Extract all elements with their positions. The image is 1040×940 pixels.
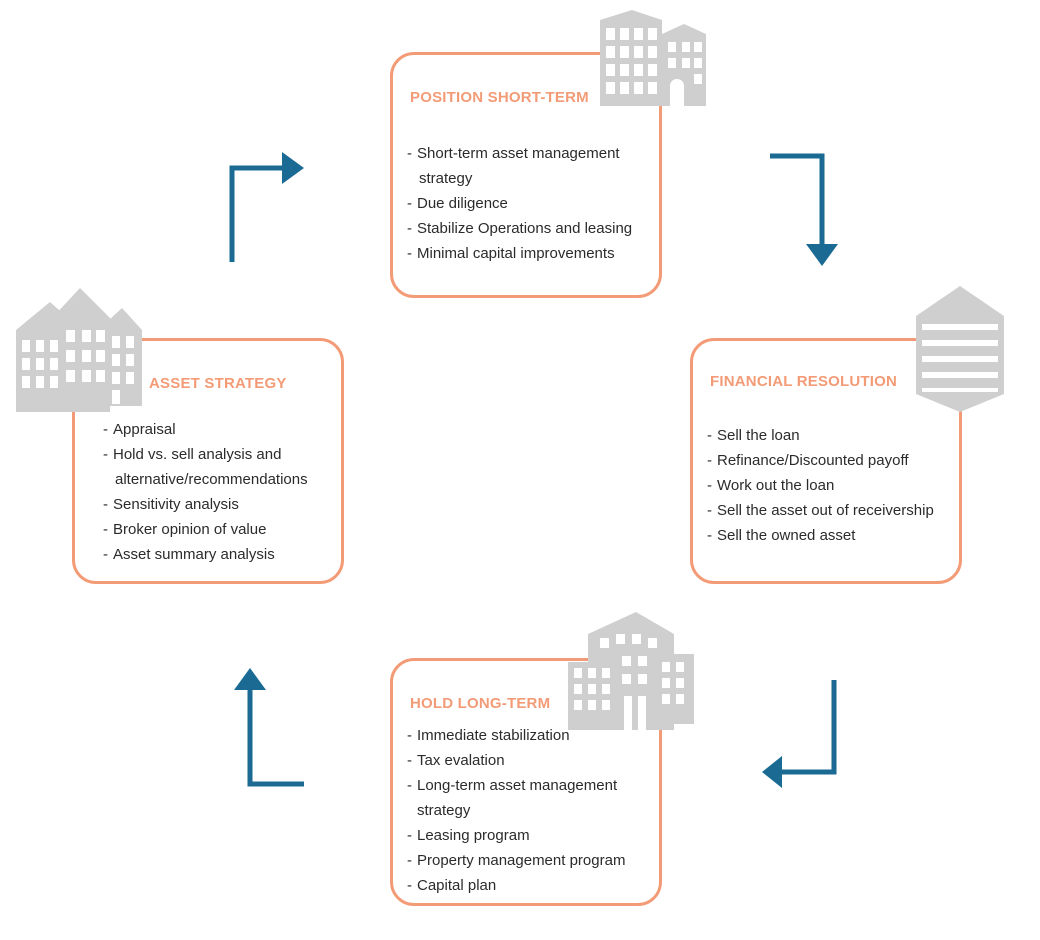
list-item-continuation: strategy	[417, 802, 471, 819]
position-short-term-title: POSITION SHORT-TERM	[410, 89, 589, 106]
office-building-icon	[600, 10, 706, 106]
list-item: -Broker opinion of value	[103, 521, 267, 538]
asset-strategy-list: -Appraisal -Hold vs. sell analysis and a…	[103, 417, 308, 567]
financial-resolution-list: -Sell the loan -Refinance/Discounted pay…	[707, 423, 934, 548]
list-item: -Short-term asset management	[407, 145, 620, 162]
list-item: -Sensitivity analysis	[103, 496, 239, 513]
financial-resolution-card: FINANCIAL RESOLUTION -Sell the loan -Ref…	[690, 338, 962, 584]
hold-long-term-list: -Immediate stabilization -Tax evalation …	[407, 723, 625, 898]
arrow-left-icon	[762, 680, 837, 788]
list-item: -Asset summary analysis	[103, 546, 275, 563]
list-item-continuation: strategy	[419, 170, 473, 187]
list-item: -Capital plan	[407, 877, 497, 894]
list-item: -Sell the loan	[707, 427, 800, 444]
list-item: -Hold vs. sell analysis and	[103, 446, 282, 463]
arrow-down-icon	[770, 153, 838, 266]
list-item: -Sell the asset out of receivership	[707, 502, 934, 519]
arrow-up-icon	[234, 668, 304, 787]
gabled-house-icon	[16, 288, 142, 412]
list-item: -Stabilize Operations and leasing	[407, 220, 633, 237]
apartment-building-icon	[568, 612, 694, 730]
hold-long-term-card: HOLD LONG-TERM -Immediate stabilization …	[390, 658, 662, 906]
list-item: -Work out the loan	[707, 477, 835, 494]
financial-resolution-title: FINANCIAL RESOLUTION	[710, 373, 898, 390]
list-item: -Long-term asset management	[407, 777, 618, 794]
position-short-term-list: -Short-term asset management strategy -D…	[407, 141, 632, 266]
list-item: -Sell the owned asset	[707, 527, 856, 544]
hold-long-term-title: HOLD LONG-TERM	[410, 695, 551, 712]
list-item-continuation: alternative/recommendations	[115, 471, 308, 488]
list-item: -Refinance/Discounted payoff	[707, 452, 909, 469]
list-item: -Due diligence	[407, 195, 508, 212]
asset-strategy-title: ASSET STRATEGY	[149, 375, 287, 392]
tower-building-icon	[916, 286, 1004, 412]
list-item: -Property management program	[407, 852, 626, 869]
arrow-right-icon	[229, 152, 304, 262]
list-item: -Immediate stabilization	[407, 727, 570, 744]
list-item: -Tax evalation	[407, 752, 505, 769]
list-item: -Leasing program	[407, 827, 530, 844]
list-item: -Minimal capital improvements	[407, 245, 615, 262]
list-item: -Appraisal	[103, 421, 176, 438]
